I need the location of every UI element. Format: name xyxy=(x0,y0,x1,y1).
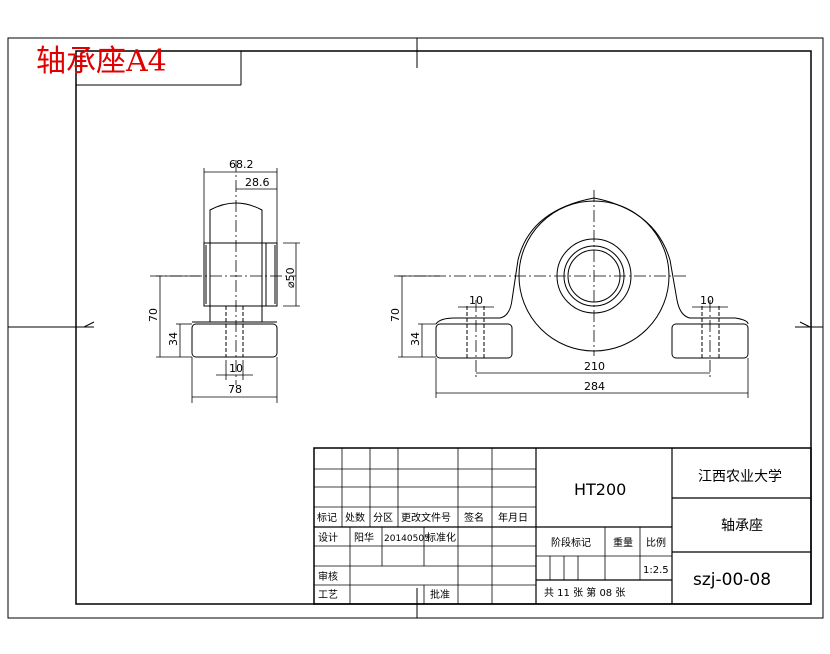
dim-height: 70 xyxy=(147,308,160,322)
outer-border xyxy=(7,37,824,619)
dim-slot: 10 xyxy=(229,362,243,375)
rev-header-date: 年月日 xyxy=(498,511,528,524)
sheet-title-box: 轴承座A4 xyxy=(36,44,242,86)
review-label: 审核 xyxy=(318,570,338,583)
dim-front-base-height: 34 xyxy=(409,332,422,346)
process-label: 工艺 xyxy=(318,589,338,601)
part-name: 轴承座 xyxy=(721,518,763,534)
left-view xyxy=(150,160,296,385)
rev-header-count: 处数 xyxy=(345,511,365,524)
dim-base-width: 78 xyxy=(228,383,242,396)
sheet-title: 轴承座A4 xyxy=(36,44,167,79)
rev-header-zone: 分区 xyxy=(373,512,393,524)
dim-slot-right: 10 xyxy=(700,294,714,307)
left-view-dim-text: 68.2 28.6 ⌀50 70 34 10 78 xyxy=(147,158,297,396)
dim-front-height: 70 xyxy=(389,308,402,322)
dim-slot-left: 10 xyxy=(469,294,483,307)
left-view-dimensions xyxy=(156,168,300,403)
approve-label: 批准 xyxy=(430,588,450,601)
design-date: 20140505 xyxy=(384,534,430,544)
centering-marks xyxy=(8,38,823,618)
material: HT200 xyxy=(574,480,626,499)
dim-width-top: 68.2 xyxy=(229,158,254,171)
stage-mark-label: 阶段标记 xyxy=(551,536,591,549)
front-view-dimensions xyxy=(398,275,749,398)
designer-name: 阳华 xyxy=(354,531,374,544)
dim-bolt-spacing: 210 xyxy=(584,360,605,373)
left-view-base xyxy=(191,323,278,358)
left-view-boss xyxy=(203,242,278,307)
standardization-label: 标准化 xyxy=(426,531,456,544)
drawing-number: szj-00-08 xyxy=(693,570,771,590)
front-view xyxy=(394,190,749,380)
organization: 江西农业大学 xyxy=(698,469,782,485)
title-block-text: 标记 处数 分区 更改文件号 签名 年月日 设计 阳华 20140505 标准化… xyxy=(317,469,782,601)
dim-width-inner: 28.6 xyxy=(245,176,270,189)
rev-header-sign: 签名 xyxy=(464,511,484,524)
dim-diameter: ⌀50 xyxy=(284,267,297,288)
dim-overall-length: 284 xyxy=(584,380,605,393)
sheet-count: 共 11 张 第 08 张 xyxy=(544,586,625,599)
design-label: 设计 xyxy=(318,531,338,544)
front-view-dim-text: 10 10 210 284 70 34 xyxy=(389,294,714,393)
dim-base-height: 34 xyxy=(167,332,180,346)
title-block xyxy=(313,447,812,605)
scale-label: 比例 xyxy=(646,536,666,549)
weight-label: 重量 xyxy=(613,536,633,549)
scale-value: 1:2.5 xyxy=(643,565,669,576)
front-view-left-foot xyxy=(435,323,513,359)
rev-header-mark: 标记 xyxy=(317,512,337,524)
rev-header-change-doc: 更改文件号 xyxy=(401,511,451,524)
